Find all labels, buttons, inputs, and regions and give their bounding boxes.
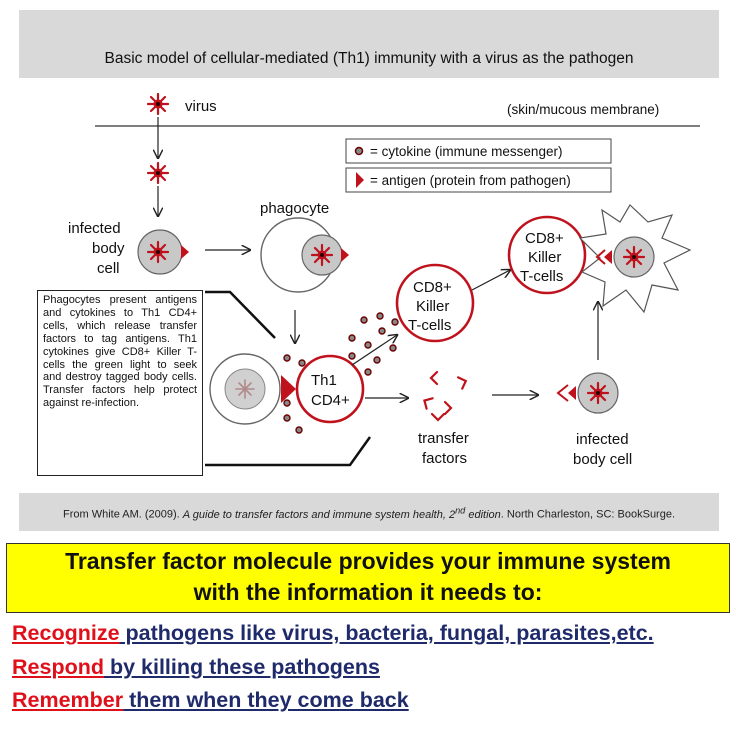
legend-cytokine: = cytokine (immune messenger) bbox=[370, 144, 562, 159]
antigen-icon bbox=[181, 245, 189, 259]
legend-cytokine-box bbox=[345, 138, 612, 164]
callout-box bbox=[6, 543, 730, 613]
point-respond: Respond by killing these pathogens bbox=[12, 655, 380, 680]
legend-antigen: = antigen (protein from pathogen) bbox=[370, 173, 571, 188]
th1-cell bbox=[295, 354, 365, 424]
description-box: Phagocytes present antigens and cytokine… bbox=[37, 290, 203, 476]
infected-cell-right-label: infected bbox=[576, 431, 629, 448]
cytokine-icon bbox=[354, 146, 364, 156]
transfer-factor-icons bbox=[423, 370, 468, 422]
virus-icon bbox=[146, 240, 170, 264]
phagocyte-label: phagocyte bbox=[260, 200, 329, 217]
point-text: them when they come back bbox=[123, 688, 409, 712]
membrane-label: (skin/mucous membrane) bbox=[507, 102, 659, 117]
point-recognize: Recognize pathogens like virus, bacteria… bbox=[12, 621, 654, 646]
degraded-virus-icon bbox=[235, 379, 255, 399]
cd8-killer-cell bbox=[507, 215, 587, 295]
immunity-diagram: (skin/mucous membrane) virus = cytokine … bbox=[68, 92, 700, 468]
point-keyword: Recognize bbox=[12, 621, 120, 645]
point-keyword: Remember bbox=[12, 688, 124, 712]
citation-rest: . North Charleston, SC: BookSurge. bbox=[500, 508, 676, 521]
cd8-label: CD8+ bbox=[525, 230, 564, 247]
title-bar bbox=[19, 10, 719, 78]
cd8-label: T-cells bbox=[520, 268, 563, 285]
cd8-label: Killer bbox=[528, 249, 561, 266]
infected-cell-label: cell bbox=[97, 260, 120, 277]
citation-sup: nd bbox=[455, 505, 466, 515]
virus-icon bbox=[310, 243, 334, 267]
antigen-icon bbox=[604, 250, 612, 264]
point-remember: Remember them when they come back bbox=[12, 688, 409, 713]
cd8-label: CD8+ bbox=[413, 279, 452, 296]
virus-icon bbox=[146, 92, 170, 116]
transfer-factors-label: factors bbox=[422, 450, 467, 467]
cd8-label: Killer bbox=[416, 298, 449, 315]
bracket-line bbox=[205, 436, 372, 467]
cytokines bbox=[283, 312, 399, 434]
infected-cell-label: body bbox=[92, 240, 125, 257]
citation-prefix: From White AM. (2009). bbox=[62, 508, 183, 521]
virus-icon bbox=[146, 161, 170, 185]
antigen-icon bbox=[281, 375, 296, 403]
point-text: by killing these pathogens bbox=[103, 655, 380, 679]
citation-title: A guide to transfer factors and immune s… bbox=[182, 508, 456, 521]
citation-suffix: edition bbox=[465, 508, 501, 521]
point-text: pathogens like virus, bacteria, fungal, … bbox=[119, 621, 654, 645]
legend-antigen-box bbox=[345, 167, 612, 193]
antigen-icon bbox=[341, 248, 349, 262]
virus-label: virus bbox=[185, 98, 217, 115]
cd8-killer-cell bbox=[395, 263, 475, 343]
callout-line: Transfer factor molecule provides your i… bbox=[65, 548, 671, 574]
cd8-label: T-cells bbox=[408, 317, 451, 334]
infected-cell-right-label: body cell bbox=[573, 451, 632, 468]
diagram-title: Basic model of cellular-mediated (Th1) i… bbox=[104, 50, 634, 67]
infected-cell-label: infected bbox=[68, 220, 121, 237]
citation: From White AM. (2009). A guide to transf… bbox=[19, 505, 719, 521]
transfer-factors-label: transfer bbox=[418, 430, 469, 447]
antigen-icon bbox=[356, 172, 364, 188]
virus-icon bbox=[586, 381, 610, 405]
citation-bar bbox=[19, 493, 719, 531]
virus-icon bbox=[622, 245, 646, 269]
antigen-icon bbox=[568, 386, 576, 400]
th1-label: CD4+ bbox=[311, 392, 350, 409]
bracket-line bbox=[205, 290, 276, 339]
th1-label: Th1 bbox=[311, 372, 337, 389]
callout-line: with the information it needs to: bbox=[193, 579, 543, 605]
point-keyword: Respond bbox=[12, 655, 104, 679]
